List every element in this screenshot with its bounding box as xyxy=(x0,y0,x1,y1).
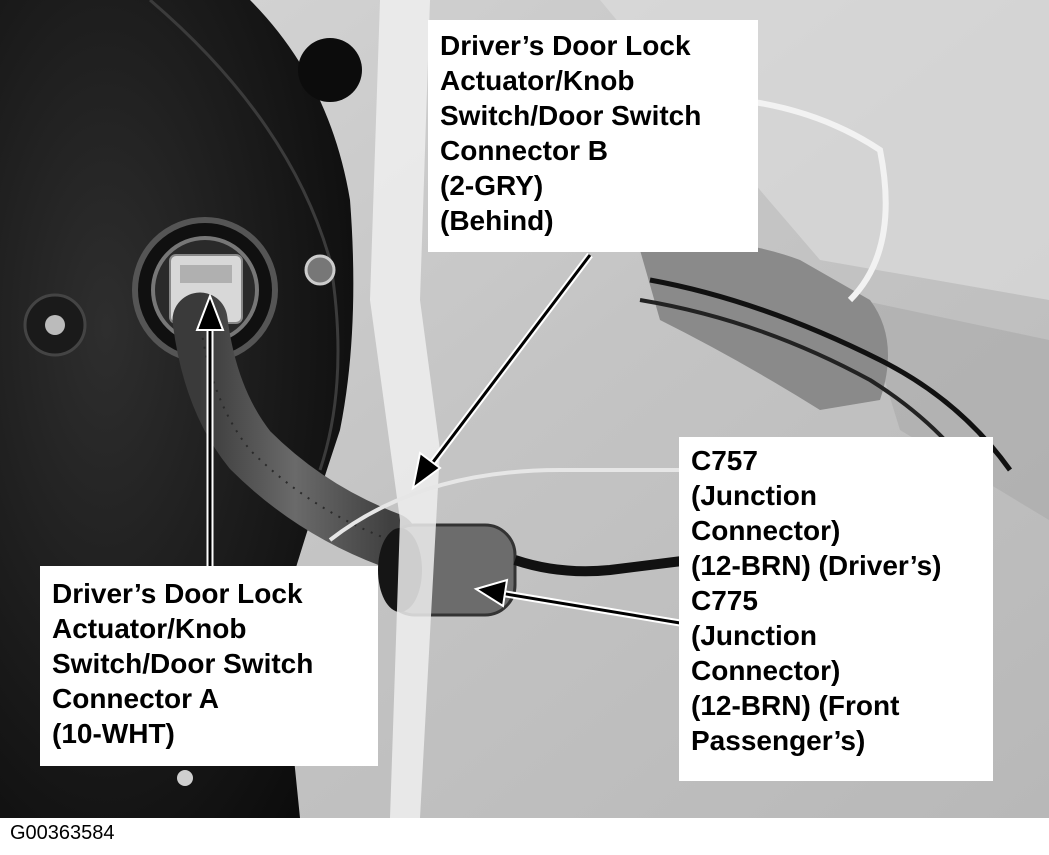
callout-line: Driver’s Door Lock xyxy=(52,578,303,609)
leader-arrows xyxy=(195,252,681,627)
callout-line: Connector) xyxy=(691,655,841,686)
callout-line: Actuator/Knob xyxy=(52,613,247,644)
callout-line: C775 xyxy=(691,585,758,616)
figure-id: G00363584 xyxy=(10,822,115,844)
callout-junction-connectors: C757 (Junction Connector) (12-BRN) (Driv… xyxy=(679,437,993,781)
callout-line: Connector) xyxy=(691,515,841,546)
callout-line: (Junction xyxy=(691,480,817,511)
callout-line: (12-BRN) (Driver’s) xyxy=(691,550,942,581)
callout-line: Passenger’s) xyxy=(691,725,866,756)
callout-line: (10-WHT) xyxy=(52,718,175,749)
callout-line: Switch/Door Switch xyxy=(52,648,314,679)
callout-line: (12-BRN) (Front xyxy=(691,690,900,721)
callout-connector-a: Driver’s Door Lock Actuator/Knob Switch/… xyxy=(40,566,378,766)
callout-line: C757 xyxy=(691,445,758,476)
callout-line: Switch/Door Switch xyxy=(440,100,702,131)
callout-connector-b: Driver’s Door Lock Actuator/Knob Switch/… xyxy=(428,20,758,252)
callout-line: Connector B xyxy=(440,135,608,166)
callout-line: (Behind) xyxy=(440,205,554,236)
callout-line: Driver’s Door Lock xyxy=(440,30,691,61)
bolt-hole xyxy=(298,38,362,102)
callout-line: (2-GRY) xyxy=(440,170,544,201)
callout-line: (Junction xyxy=(691,620,817,651)
callout-line: Connector A xyxy=(52,683,219,714)
door-opening xyxy=(640,242,888,410)
bracket-outline xyxy=(739,97,889,303)
callout-line: Actuator/Knob xyxy=(440,65,635,96)
